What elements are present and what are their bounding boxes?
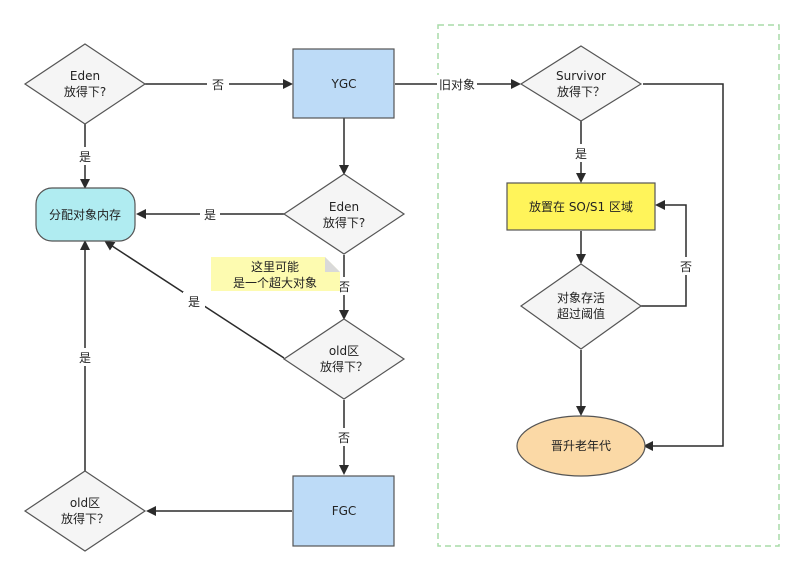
eden-check-2-line1: Eden <box>329 200 359 214</box>
eden-check-1-line2: 放得下? <box>64 84 106 99</box>
edge-label-no-2: 否 <box>680 260 692 274</box>
survivor-region-group <box>437 24 780 547</box>
survivor-check-line1: Survivor <box>556 69 606 83</box>
old-check-1-line2: 放得下？ <box>320 359 368 374</box>
edge-label-yes-3: 是 <box>204 208 216 222</box>
survivor-check-line2: 放得下？ <box>557 84 605 99</box>
edge-label-old-objects: 旧对象 <box>439 78 475 92</box>
ygc-label: YGC <box>330 77 356 91</box>
note-line2: 是一个超大对象 <box>233 275 317 290</box>
edge-age-loop-back <box>641 200 687 307</box>
edge-label-no-1: 否 <box>212 78 224 92</box>
edge-label-yes-4: 是 <box>188 295 200 309</box>
so-s1-node: 放置在 SO/S1 区域 <box>506 182 656 231</box>
ygc-node: YGC <box>292 48 395 119</box>
fgc-label: FGC <box>332 504 357 518</box>
eden-check-1-line1: Eden <box>70 69 100 83</box>
edge-label-no-3: 否 <box>338 280 350 294</box>
edge-label-yes-2: 是 <box>575 147 587 161</box>
edge-survivor-to-promote <box>643 83 724 451</box>
edge-label-no-4: 否 <box>338 431 350 445</box>
eden-check-2-line2: 放得下? <box>323 215 365 230</box>
edge-label-yes-5: 是 <box>79 351 91 365</box>
eden-check-2: Eden 放得下? <box>282 173 406 255</box>
old-check-1: old区 放得下？ <box>282 318 406 400</box>
old-check-2: old区 放得下？ <box>23 470 147 552</box>
survivor-check: Survivor 放得下？ <box>519 45 643 122</box>
promote-old-node: 晋升老年代 <box>516 415 646 477</box>
so-s1-label: 放置在 SO/S1 区域 <box>529 199 633 214</box>
note-line1: 这里可能 <box>251 259 299 274</box>
alloc-memory-label: 分配对象内存 <box>49 208 121 222</box>
fgc-node: FGC <box>292 475 395 547</box>
eden-check-1: Eden 放得下? <box>23 43 147 125</box>
alloc-memory-node: 分配对象内存 <box>35 187 136 242</box>
promote-old-label: 晋升老年代 <box>551 439 611 453</box>
old-check-2-line1: old区 <box>70 496 100 510</box>
old-check-2-line2: 放得下？ <box>61 511 109 526</box>
old-check-1-line1: old区 <box>329 344 359 358</box>
note-sticky: 这里可能 是一个超大对象 <box>211 257 340 291</box>
edge-label-yes-1: 是 <box>79 150 91 164</box>
age-threshold-check: 对象存活 超过阈值 <box>519 263 643 350</box>
age-check-line2: 超过阈值 <box>557 306 605 321</box>
age-check-line1: 对象存活 <box>557 291 605 305</box>
